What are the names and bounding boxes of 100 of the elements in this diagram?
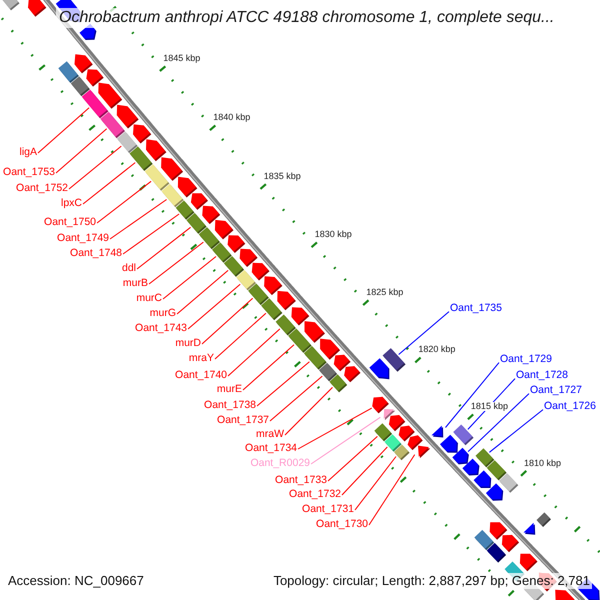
gene-feature: [520, 554, 538, 572]
gene-label: Oant_1727: [530, 384, 582, 396]
gene-feature: [190, 193, 208, 210]
leader-line: [228, 328, 280, 376]
leader-line: [468, 393, 530, 452]
gene-label: Oant_1731: [302, 503, 354, 515]
gene-label: Oant_1726: [544, 400, 596, 412]
leader-line: [354, 456, 396, 510]
scale-label: 1820 kbp: [418, 345, 456, 354]
scale-label: 1825 kbp: [366, 288, 404, 298]
gene-feature: [277, 290, 296, 310]
gene-feature: [202, 206, 220, 224]
leader-line: [56, 128, 108, 174]
leader-line: [38, 107, 90, 154]
gene-label: Oant_1748: [70, 247, 122, 259]
scale-label: 1815 kbp: [470, 402, 508, 412]
gene-feature: [74, 54, 93, 74]
category-block: [486, 460, 507, 480]
leader-line: [467, 378, 516, 430]
leader-line: [162, 256, 216, 300]
leader-line: [310, 416, 381, 464]
gene-label: Oant_1737: [217, 414, 269, 426]
gene-label: lpxC: [60, 197, 82, 209]
leader-line: [110, 199, 168, 240]
category-block: [476, 448, 494, 468]
category-block: [58, 61, 79, 83]
gene-label: Oant_1740: [175, 369, 227, 381]
category-block: [486, 542, 506, 563]
category-block: [186, 212, 207, 234]
category-block: [536, 512, 551, 527]
scale-label: 1810 kbp: [524, 458, 562, 468]
leader-line: [202, 298, 254, 344]
category-block: [248, 284, 269, 306]
leader-line: [342, 446, 388, 496]
gene-label: Oant_1749: [57, 232, 109, 244]
leader-line: [136, 226, 192, 270]
leader-line: [398, 311, 450, 355]
accession-label: Accession: NC_009667: [6, 573, 146, 589]
category-block: [82, 90, 108, 118]
gene-label: murB: [122, 277, 148, 289]
gene-label: Oant_1750: [44, 216, 96, 228]
category-block: [130, 146, 153, 171]
gene-label: mraY: [188, 352, 214, 364]
gene-label: mraW: [256, 428, 284, 440]
leader-line: [445, 362, 500, 428]
scale-label: 1830 kbp: [314, 230, 352, 240]
gene-feature: [146, 139, 166, 162]
gene-label: Oant_1735: [450, 302, 502, 314]
gene-label: Oant_1733: [275, 474, 327, 486]
category-block: [382, 348, 406, 372]
leader-line: [242, 344, 294, 390]
scale-label: 1845 kbp: [163, 54, 200, 64]
gene-feature: [252, 262, 270, 280]
leader-line: [368, 454, 416, 526]
leader-line: [328, 436, 378, 482]
leader-line: [488, 409, 544, 453]
category-block: [276, 314, 296, 336]
gene-feature: [418, 446, 430, 458]
category-block: [329, 374, 348, 392]
category-block: [499, 473, 518, 493]
gene-feature: [133, 124, 152, 144]
leader-line: [122, 214, 180, 254]
leader-line: [148, 242, 204, 284]
gene-label: murD: [175, 337, 201, 349]
gene-label: Oant_1738: [204, 399, 256, 411]
leader-line: [96, 180, 152, 224]
gene-feature: [440, 434, 458, 453]
category-block: [70, 76, 90, 96]
gene-feature: [502, 534, 520, 552]
gene-feature: [240, 248, 258, 267]
category-block: [453, 424, 474, 446]
category-block: [198, 227, 220, 250]
gene-feature: [555, 590, 576, 600]
category-block: [116, 132, 138, 154]
gene-feature: [369, 358, 390, 380]
gene-feature: [462, 458, 480, 476]
category-block: [144, 164, 170, 191]
gene-feature: [86, 69, 104, 87]
gene-label: Oant_1730: [316, 518, 368, 530]
category-block: [288, 328, 312, 353]
category-block: [261, 298, 282, 320]
gene-feature: [490, 522, 508, 540]
gene-feature: [474, 470, 492, 488]
category-block: [161, 184, 184, 208]
category-block: [474, 530, 494, 550]
gene-feature: [28, 0, 46, 17]
leader-line: [214, 312, 266, 360]
leader-line: [82, 162, 136, 204]
gene-feature: [228, 235, 246, 253]
gene-label: Oant_1729: [500, 353, 552, 365]
gene-label: Oant_1743: [135, 322, 187, 334]
gene-feature: [486, 483, 504, 501]
gene-label: murG: [150, 307, 176, 319]
gene-feature: [524, 522, 536, 535]
category-block: [304, 346, 327, 370]
leader-line: [176, 270, 229, 314]
leader-line: [270, 376, 323, 422]
scale-label: 1835 kbp: [264, 172, 301, 182]
leader-line: [256, 361, 310, 406]
gene-feature: [452, 448, 469, 464]
